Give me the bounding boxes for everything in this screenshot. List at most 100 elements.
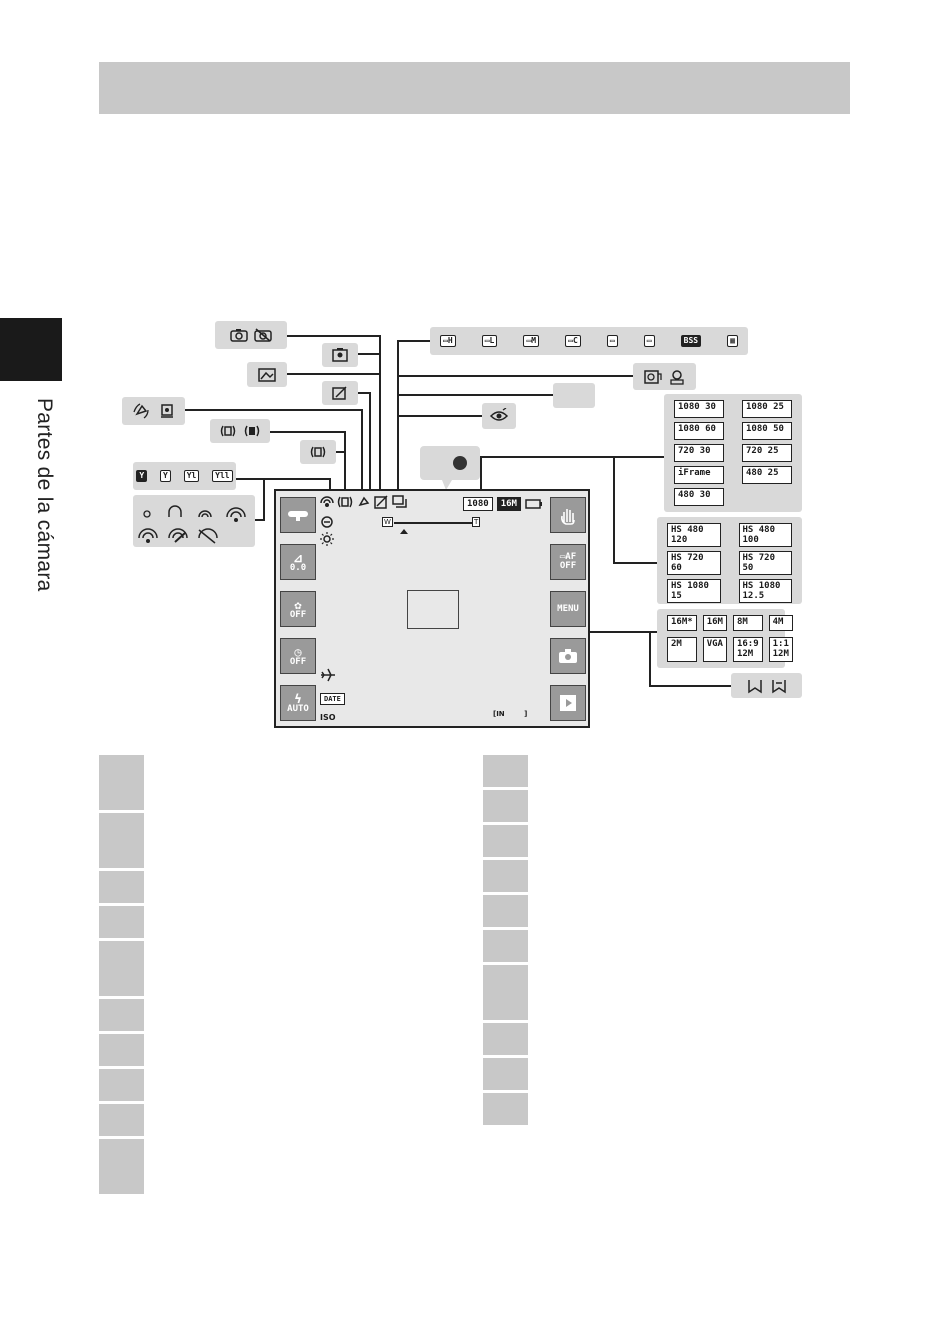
shutter-button[interactable] xyxy=(550,638,586,674)
size-4m: 4M xyxy=(768,615,793,631)
image-size-callout: 16M* 16M 8M 4M 2M VGA 16:9 12M 1:1 12M xyxy=(657,609,793,668)
hand-icon xyxy=(561,509,575,525)
table-row xyxy=(483,825,528,857)
movie-options-callout: 1080 30 1080 25 1080 60 1080 50 720 30 7… xyxy=(664,394,802,512)
table-row xyxy=(483,1058,528,1090)
size-16m: 16M xyxy=(702,615,727,631)
wifi-icon xyxy=(320,496,334,507)
zoom-wide-label: W xyxy=(382,517,393,527)
vr-movie-icon xyxy=(310,446,326,458)
table-row xyxy=(483,755,528,787)
movie-option-1080-30: 1080 30 xyxy=(674,400,724,418)
table-row xyxy=(99,941,144,996)
macro-icon: ✿ xyxy=(294,597,302,612)
scene-callout xyxy=(247,362,287,387)
table-row xyxy=(483,1093,528,1125)
top-status-icons xyxy=(320,495,408,512)
af-state: OFF xyxy=(559,561,577,571)
movie-option-720-30: 720 30 xyxy=(674,444,724,462)
size-11-12m: 1:1 12M xyxy=(768,636,793,662)
face-icon xyxy=(643,369,662,384)
lower-status-icons: DATE ISO xyxy=(320,667,345,724)
play-icon xyxy=(560,695,576,711)
table-row xyxy=(99,1034,144,1066)
red-eye-callout xyxy=(482,403,516,429)
hs-1080-15: HS 1080 15 xyxy=(667,579,721,603)
menu-label: MENU xyxy=(557,603,579,614)
date-stamp-indicator: DATE xyxy=(320,693,345,705)
effects-icon xyxy=(374,495,388,509)
flash-state: AUTO xyxy=(287,703,309,714)
hs-movie-callout: HS 480 120 HS 480 100 HS 720 60 HS 720 5… xyxy=(657,517,802,604)
motion-detect-icon xyxy=(132,403,149,419)
table-row xyxy=(483,930,528,962)
flash-icon: ϟ xyxy=(294,691,302,706)
continuous-120-icon: ▭ xyxy=(606,335,618,347)
table-row xyxy=(99,871,144,903)
af-icon: ▭AF xyxy=(559,552,577,562)
table-row xyxy=(483,895,528,927)
wifi-status-icons xyxy=(138,505,246,544)
menu-button[interactable]: MENU xyxy=(550,591,586,627)
table-row xyxy=(99,906,144,938)
multishot-icon: ▦ xyxy=(727,335,738,347)
chapter-tab xyxy=(0,318,62,381)
camera-screen: 1080 16M W T ⊿ 0.0 ✿ OFF ◷ OFF ϟ AUTO DA… xyxy=(274,489,590,728)
exposure-icon: ⊿ xyxy=(292,550,304,565)
battery-icon xyxy=(525,499,542,509)
vr-movie-callout xyxy=(300,440,336,464)
table-row xyxy=(99,999,144,1031)
movie-option-1080-60: 1080 60 xyxy=(674,422,724,440)
self-timer-button[interactable]: ◷ OFF xyxy=(280,638,316,674)
table-row xyxy=(483,965,528,1020)
table-row xyxy=(99,1104,144,1136)
playback-button[interactable] xyxy=(550,685,586,721)
scene-icon xyxy=(332,348,348,362)
effect-callout xyxy=(322,381,358,405)
vr-hybrid-icon xyxy=(244,425,260,437)
memory-indicator: [IN ] xyxy=(493,710,528,718)
zoom-track xyxy=(394,522,472,524)
vr-button[interactable] xyxy=(550,497,586,533)
cache-icon: ▭C xyxy=(565,335,581,347)
continuous-60-icon: ▭ xyxy=(643,335,655,347)
af-assist-button[interactable]: ▭AF OFF xyxy=(550,544,586,580)
movie-option-iframe: iFrame xyxy=(674,466,724,484)
continuous-m-icon: ▭M xyxy=(523,335,540,347)
table-row xyxy=(483,1023,528,1055)
exposure-button[interactable]: ⊿ 0.0 xyxy=(280,544,316,580)
table-row xyxy=(483,860,528,892)
shooting-mode-button[interactable] xyxy=(280,497,316,533)
motion-detect-off-icon xyxy=(160,404,173,418)
airplane-icon xyxy=(321,668,335,682)
continuous-l-icon: ▭L xyxy=(481,335,498,347)
image-size-indicator: 16M xyxy=(496,497,521,511)
hs-720-50: HS 720 50 xyxy=(738,551,792,575)
continuous-h-icon: ▭H xyxy=(440,335,456,347)
scene-indicator-icons xyxy=(320,515,334,549)
eye-icon xyxy=(489,408,509,421)
memory-label: IN xyxy=(496,710,505,718)
continuous-mode-callout: ▭H ▭L ▭M ▭C ▭ ▭ BSS ▦ xyxy=(430,327,748,355)
continuous-icon xyxy=(392,495,407,508)
movie-option-480-30: 480 30 xyxy=(674,488,724,506)
signal-2-icon: Yl xyxy=(183,470,200,482)
flash-button[interactable]: ϟ AUTO xyxy=(280,685,316,721)
motion-detection-callout xyxy=(122,397,185,425)
camera-icon xyxy=(230,329,248,342)
iso-indicator: ISO xyxy=(320,713,336,722)
hs-480-100: HS 480 100 xyxy=(738,523,792,547)
section-header-bar xyxy=(99,62,850,114)
vr-icon xyxy=(220,425,236,437)
battery-icon xyxy=(747,679,762,693)
zoom-tele-label: T xyxy=(472,517,481,527)
size-16m-star: 16M* xyxy=(667,615,697,631)
signal-1-icon: Y xyxy=(160,470,171,482)
macro-button[interactable]: ✿ OFF xyxy=(280,591,316,627)
hs-720-60: HS 720 60 xyxy=(667,551,721,575)
size-169-12m: 16:9 12M xyxy=(732,636,763,662)
backlight-callout xyxy=(322,343,358,367)
signal-3-icon: Yll xyxy=(212,470,233,482)
table-row xyxy=(99,1069,144,1101)
table-row xyxy=(99,755,144,810)
